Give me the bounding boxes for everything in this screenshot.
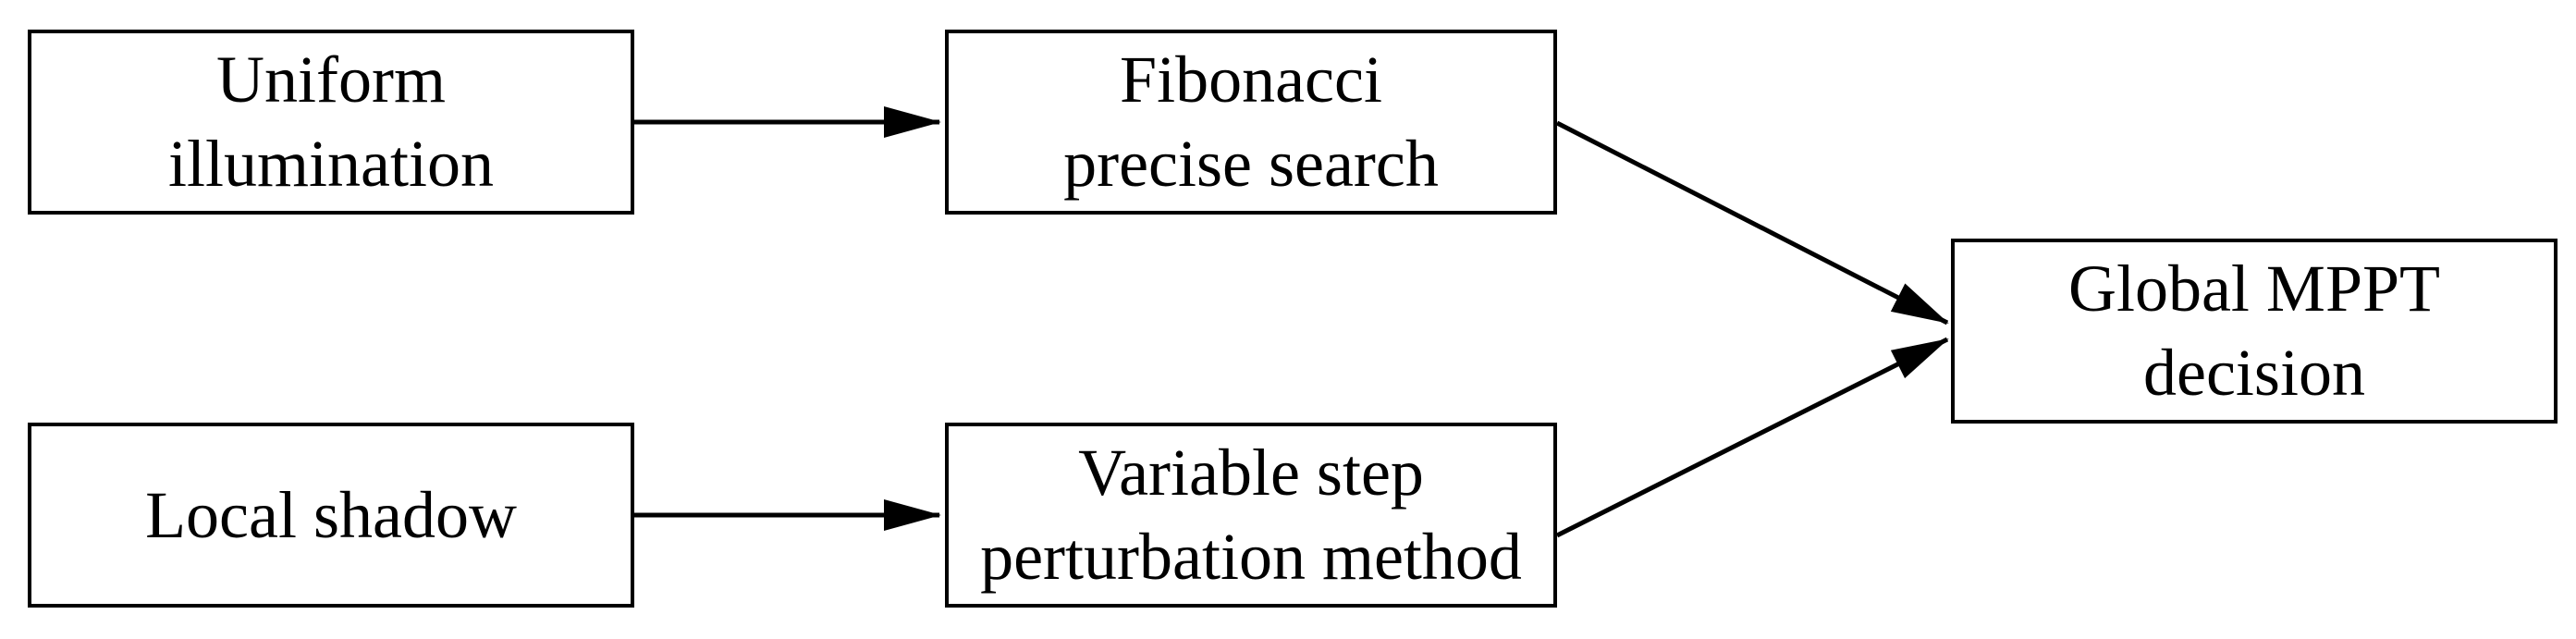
node-global-mppt-decision: Global MPPT decision xyxy=(1951,239,2558,424)
node-variable-step-perturbation-method: Variable step perturbation method xyxy=(945,423,1557,608)
arrow-variablestep-to-globalmppt xyxy=(1555,337,1949,538)
node-label-line: illumination xyxy=(168,127,494,201)
node-uniform-illumination: Uniform illumination xyxy=(28,30,634,215)
arrow-fibonacci-to-globalmppt xyxy=(1555,120,1949,326)
node-label-line: Fibonacci xyxy=(1120,43,1382,117)
node-local-shadow: Local shadow xyxy=(28,423,634,608)
node-fibonacci-precise-search: Fibonacci precise search xyxy=(945,30,1557,215)
node-label-line: precise search xyxy=(1063,127,1439,201)
node-label-line: Local shadow xyxy=(145,477,517,552)
node-label-line: perturbation method xyxy=(980,520,1522,594)
node-label-line: decision xyxy=(2143,336,2365,410)
node-label-line: Uniform xyxy=(216,43,446,117)
node-label-line: Global MPPT xyxy=(2067,252,2441,326)
node-label-line: Variable step xyxy=(1078,436,1424,510)
